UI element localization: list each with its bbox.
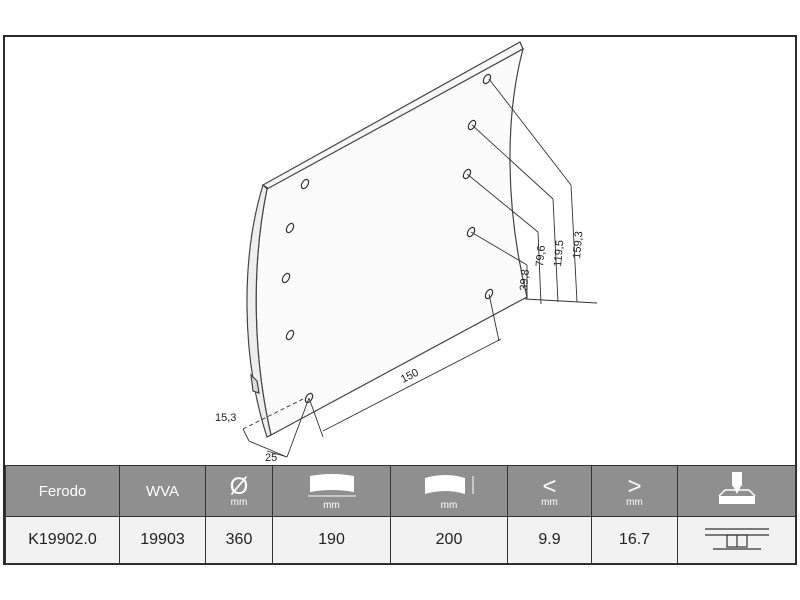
header-drill bbox=[677, 465, 796, 517]
length-value: 200 bbox=[390, 516, 508, 564]
header-brand: Ferodo bbox=[5, 465, 120, 517]
rivet-hole bbox=[281, 272, 291, 284]
lining-notch bbox=[250, 373, 260, 394]
lining-face bbox=[255, 47, 528, 436]
dimension-159-3: 159,3 bbox=[571, 231, 585, 259]
lining-width-icon bbox=[307, 473, 356, 496]
min-thickness-value: 9.9 bbox=[507, 516, 592, 564]
dimension-79-6: 79,6 bbox=[534, 245, 548, 267]
dimension-lines bbox=[242, 78, 598, 458]
rivet-hole bbox=[285, 222, 295, 234]
brake-lining-drawing: 15,3 25 150 39,8 79,6 119,5 159,3 bbox=[215, 41, 598, 464]
header-width: mm bbox=[272, 465, 391, 517]
table-header-row: Ferodo WVA Ø mm mm mm < bbox=[5, 465, 796, 517]
rivet-profile-cell bbox=[677, 516, 796, 564]
header-max-thickness: > mm bbox=[591, 465, 678, 517]
part-number: K19902.0 bbox=[5, 516, 120, 564]
dimension-150: 150 bbox=[399, 367, 421, 386]
wva-number: 19903 bbox=[119, 516, 206, 564]
greater-than-icon: > bbox=[627, 472, 642, 500]
dimension-119-5: 119,5 bbox=[552, 240, 566, 268]
less-than-icon: < bbox=[542, 472, 557, 500]
dimension-15-3: 15,3 bbox=[215, 412, 236, 424]
dimension-39-8: 39,8 bbox=[518, 269, 532, 291]
diameter-icon: Ø bbox=[229, 472, 249, 500]
header-min-thickness: < mm bbox=[507, 465, 592, 517]
lining-length-icon bbox=[425, 474, 474, 494]
header-wva: WVA bbox=[119, 465, 206, 517]
drawing-frame: 15,3 25 150 39,8 79,6 119,5 159,3 Ferodo… bbox=[3, 35, 797, 565]
drill-icon bbox=[717, 472, 756, 504]
width-value: 190 bbox=[272, 516, 391, 564]
diameter-value: 360 bbox=[205, 516, 273, 564]
rivet-hole bbox=[285, 329, 295, 341]
max-thickness-value: 16.7 bbox=[591, 516, 678, 564]
table-row: K19902.0 19903 360 190 200 9.9 16.7 bbox=[5, 516, 796, 564]
rivet-profile-icon bbox=[704, 527, 769, 550]
dimension-25: 25 bbox=[265, 452, 277, 464]
header-diameter: Ø mm bbox=[205, 465, 273, 517]
lining-side bbox=[246, 183, 272, 438]
header-length: mm bbox=[390, 465, 508, 517]
rivet-hole bbox=[300, 178, 310, 190]
spec-table: Ferodo WVA Ø mm mm mm < bbox=[5, 465, 796, 564]
